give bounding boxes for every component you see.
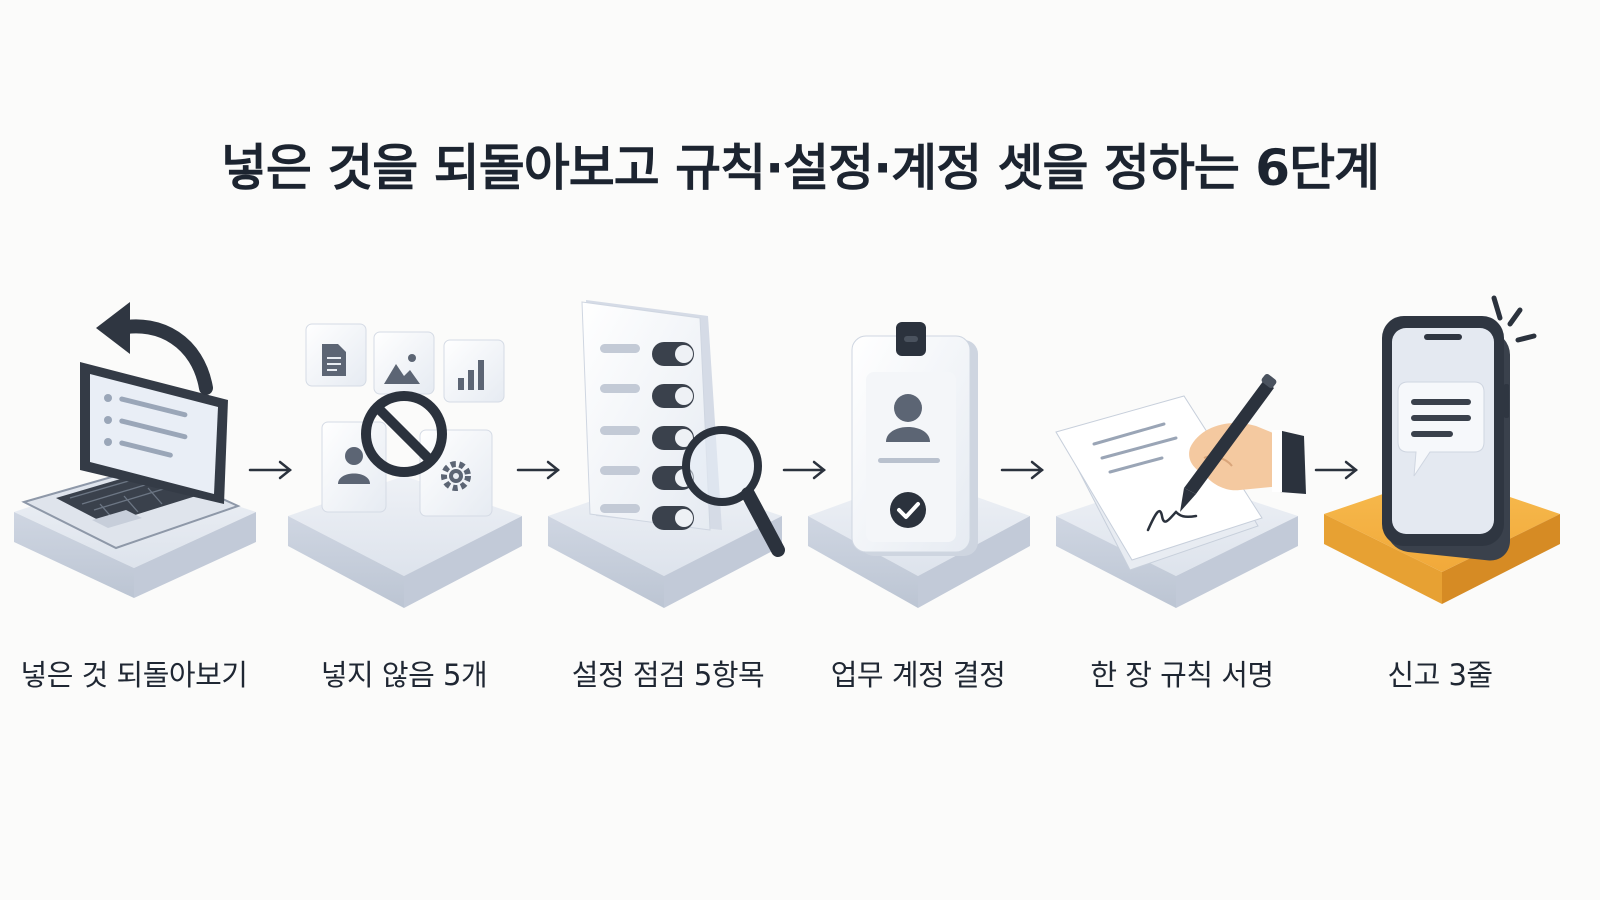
step-label-1: 넣은 것 되돌아보기 bbox=[20, 658, 248, 692]
flow-arrow bbox=[782, 460, 827, 480]
flow-arrow bbox=[1314, 460, 1359, 480]
step-label-3: 설정 점검 5항목 bbox=[571, 658, 765, 692]
flow-arrow bbox=[1000, 460, 1045, 480]
signing-document-icon bbox=[1055, 373, 1306, 608]
settings-checklist-icon bbox=[548, 300, 785, 608]
flow-arrow bbox=[248, 460, 293, 480]
laptop-undo-icon bbox=[14, 302, 256, 598]
step-label-6: 신고 3줄 bbox=[1387, 658, 1493, 692]
flow-arrow bbox=[516, 460, 561, 480]
page-title: 넣은 것을 되돌아보고 규칙·설정·계정 셋을 정하는 6단계 bbox=[220, 139, 1380, 197]
blocked-files-icon bbox=[288, 323, 522, 608]
phone-message-icon bbox=[1324, 295, 1560, 604]
step-label-2: 넣지 않음 5개 bbox=[320, 658, 488, 692]
step-label-4: 업무 계정 결정 bbox=[830, 658, 1006, 692]
steps-scene bbox=[0, 280, 1600, 640]
step-label-5: 한 장 규칙 서명 bbox=[1090, 658, 1274, 692]
id-badge-icon bbox=[808, 322, 1030, 608]
